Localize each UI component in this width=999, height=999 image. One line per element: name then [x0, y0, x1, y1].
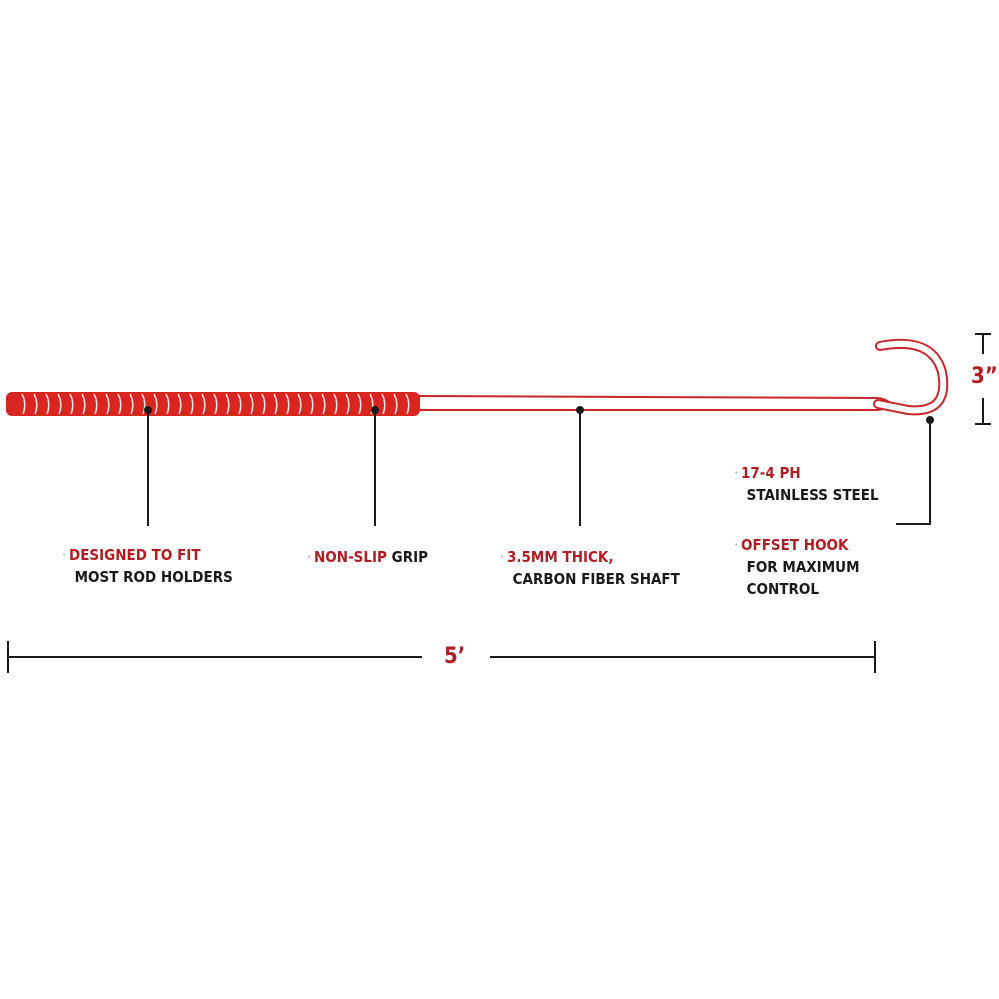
- callout-grip-dark: GRIP: [386, 548, 429, 566]
- callout-stainless-line2: STAINLESS STEEL: [746, 486, 879, 504]
- grip-wrap-stripe: [249, 393, 254, 415]
- grip-wrap-stripe: [93, 393, 98, 415]
- grip-wrap-stripe: [33, 393, 38, 415]
- grip-wrap-stripe: [129, 393, 134, 415]
- grip-wrap-stripe: [21, 393, 26, 415]
- callout-shaft-red: 3.5MM THICK,: [507, 548, 614, 566]
- callout-shaft-line2: CARBON FIBER SHAFT: [512, 570, 680, 588]
- grip-wrap-stripe: [105, 393, 110, 415]
- callout-hook: ·OFFSET HOOK FOR MAXIMUM CONTROL: [734, 536, 860, 598]
- grip-wrap-stripe: [81, 393, 86, 415]
- grip-wrap-stripe: [189, 393, 194, 415]
- grip-wrap-stripe: [141, 393, 146, 415]
- leader-dot-shaft: [576, 406, 584, 414]
- grip-wrap-stripe: [285, 393, 290, 415]
- callout-grip-red: NON-SLIP: [314, 548, 387, 566]
- grip-wrap-stripe: [237, 393, 242, 415]
- callout-rod-holders-line2: MOST ROD HOLDERS: [74, 568, 233, 586]
- grip-wrap-stripe: [405, 393, 410, 415]
- callout-shaft: ·3.5MM THICK, CARBON FIBER SHAFT: [500, 548, 680, 588]
- grip-wrap-stripe: [45, 393, 50, 415]
- grip-wrap-stripe: [381, 393, 386, 415]
- callout-hook-line2: FOR MAXIMUM: [746, 558, 860, 576]
- grip-wrap-stripe: [201, 393, 206, 415]
- callout-stainless: ·17-4 PH STAINLESS STEEL: [734, 464, 879, 504]
- grip-wrap-stripe: [57, 393, 62, 415]
- grip-wrap-stripe: [345, 393, 350, 415]
- callout-hook-red: OFFSET HOOK: [741, 536, 849, 554]
- grip-wrap-stripe: [297, 393, 302, 415]
- carbon-fiber-shaft: [417, 394, 892, 411]
- callout-hook-line3: CONTROL: [746, 580, 819, 598]
- leader-dot-grip: [371, 406, 379, 414]
- grip-wrap-stripe: [309, 393, 314, 415]
- grip-wrap-stripe: [69, 393, 74, 415]
- hook-dimension-label: 3”: [971, 364, 998, 389]
- grip-wrap-stripe: [321, 393, 326, 415]
- callout-stainless-red: 17-4 PH: [741, 464, 801, 482]
- leader-dot-rod-holders: [144, 406, 152, 414]
- callout-grip: ·NON-SLIP GRIP: [307, 548, 429, 566]
- length-dimension-label: 5’: [444, 644, 466, 669]
- grip-wrap-stripe: [261, 393, 266, 415]
- grip-wrap-stripe: [333, 393, 338, 415]
- grip-wrap-stripe: [225, 393, 230, 415]
- callout-rod-holders: ·DESIGNED TO FIT MOST ROD HOLDERS: [62, 546, 233, 586]
- grip-wrap-stripe: [177, 393, 182, 415]
- grip-wrap-stripe: [369, 393, 374, 415]
- grip-wrap-stripe: [393, 393, 398, 415]
- leader-dot-hook: [926, 416, 934, 424]
- grip-wraps: [21, 393, 410, 415]
- grip-wrap-stripe: [165, 393, 170, 415]
- grip-wrap-stripe: [357, 393, 362, 415]
- grip-wrap-stripe: [273, 393, 278, 415]
- non-slip-grip: [6, 392, 420, 416]
- grip-wrap-stripe: [213, 393, 218, 415]
- grip-wrap-stripe: [153, 393, 158, 415]
- callout-rod-holders-red: DESIGNED TO FIT: [69, 546, 201, 564]
- leader-line-hook: [896, 420, 931, 525]
- offset-hook-inner: [875, 340, 947, 414]
- grip-wrap-stripe: [117, 393, 122, 415]
